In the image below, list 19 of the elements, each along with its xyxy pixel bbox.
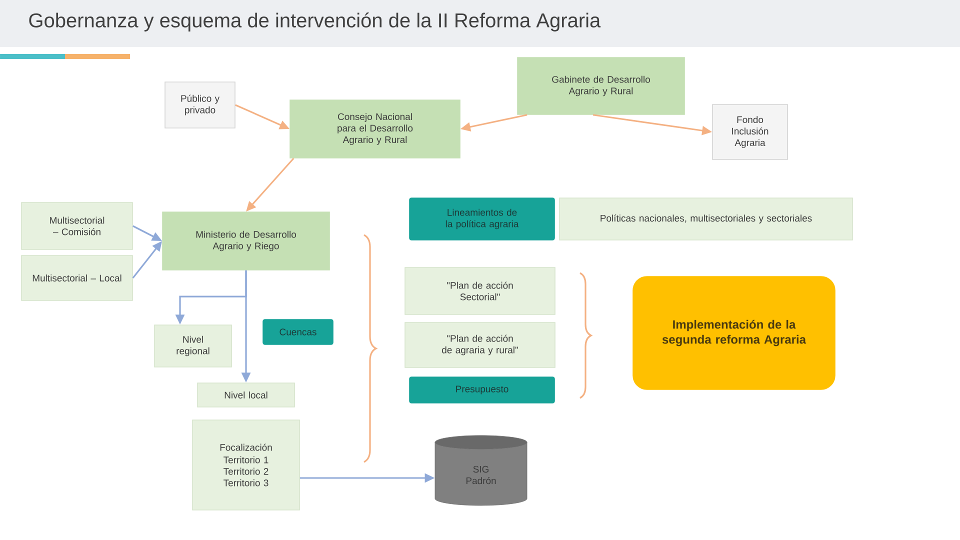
process-box: Focalización Territorio 1 Territorio 2 Territorio 3 [192, 420, 300, 510]
process-box: Multisectorial – Comisión [21, 202, 133, 250]
text-box: Público y privado [164, 82, 236, 128]
highlight-box: Lineamientos de la política agraria [409, 198, 555, 240]
text-box: Fondo Inclusión Agraria [712, 104, 788, 160]
process-box: Nivel local [197, 382, 295, 408]
highlight-box: Cuencas [262, 319, 334, 345]
process-box: Políticas nacionales, multisectoriales y sectoriales [559, 198, 853, 240]
process-box: Gabinete de Desarrollo Agrario y Rural [517, 57, 685, 115]
process-box: Multisectorial – Local [21, 255, 133, 301]
process-box: Ministerio de Desarrollo Agrario y Riego [162, 212, 330, 270]
process-box: "Plan de acción Sectorial" [404, 267, 556, 315]
process-box: Nivel regional [154, 324, 232, 368]
process-box: "Plan de acción de agraria y rural" [404, 322, 556, 368]
title: Gobernanza y esquema de intervención de la II Reforma Agraria [29, 12, 601, 32]
highlight-box: Presupuesto [409, 376, 555, 404]
result-box: Implementación de la segunda reforma Agraria [632, 276, 836, 390]
process-box: Consejo Nacional para el Desarrollo Agrario y Rural [290, 100, 460, 158]
database-cylinder: SIG Padrón [434, 435, 528, 506]
